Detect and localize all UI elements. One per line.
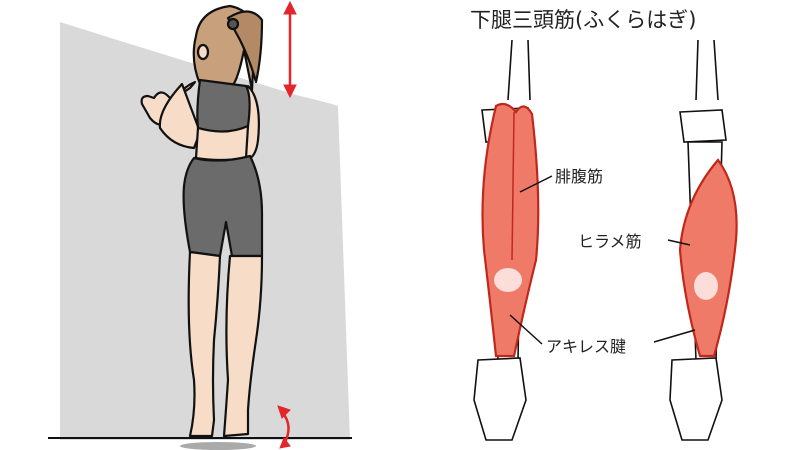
label-gastrocnemius: 腓腹筋 [555,167,604,186]
curved-rotation-arrow-icon [277,405,291,449]
woman-figure [140,4,264,438]
label-soleus: ヒラメ筋 [578,232,642,251]
label-achilles: アキレス腱 [546,337,627,356]
anatomy-title: 下腿三頭筋(ふくらはぎ) [470,8,697,32]
floor-shadow [180,442,256,450]
vertical-double-arrow-icon [283,0,297,99]
gastrocnemius-muscle [481,102,540,358]
leader-lines [509,175,696,345]
soleus-muscle [678,158,738,358]
